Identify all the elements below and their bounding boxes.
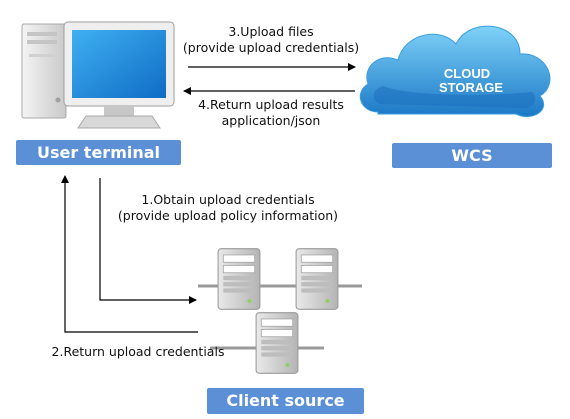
edge-label-return-results: 4.Return upload results application/json	[186, 97, 356, 129]
node-wcs: WCS	[392, 143, 552, 168]
edge-label-obtain-credentials: 1.Obtain upload credentials (provide upl…	[108, 192, 348, 224]
cloud-storage-icon: CLOUD STORAGE	[359, 25, 551, 118]
edge-label-return-credentials-line1: 2.Return upload credentials	[51, 344, 225, 359]
node-client-source: Client source	[207, 388, 364, 414]
computer-icon	[21, 21, 175, 129]
edge-label-upload-files-line2: (provide upload credentials)	[182, 40, 360, 55]
edge-label-return-results-line1: 4.Return upload results	[198, 97, 344, 112]
edge-label-obtain-credentials-line1: 1.Obtain upload credentials	[141, 192, 315, 207]
server-cluster-icon	[198, 248, 362, 374]
edge-label-return-results-line2: application/json	[221, 113, 321, 128]
node-user-terminal: User terminal	[16, 140, 181, 165]
cloud-logo-line1: CLOUD	[444, 66, 490, 81]
arrow-obtain-credentials	[99, 178, 197, 304]
edge-label-upload-files-line1: 3.Upload files	[228, 24, 314, 39]
edge-label-return-credentials: 2.Return upload credentials	[46, 344, 230, 360]
edge-label-obtain-credentials-line2: (provide upload policy information)	[117, 208, 339, 223]
arrow-return-credentials	[61, 175, 198, 333]
cloud-logo-line2: STORAGE	[439, 80, 503, 95]
edge-label-upload-files: 3.Upload files (provide upload credentia…	[176, 24, 366, 56]
